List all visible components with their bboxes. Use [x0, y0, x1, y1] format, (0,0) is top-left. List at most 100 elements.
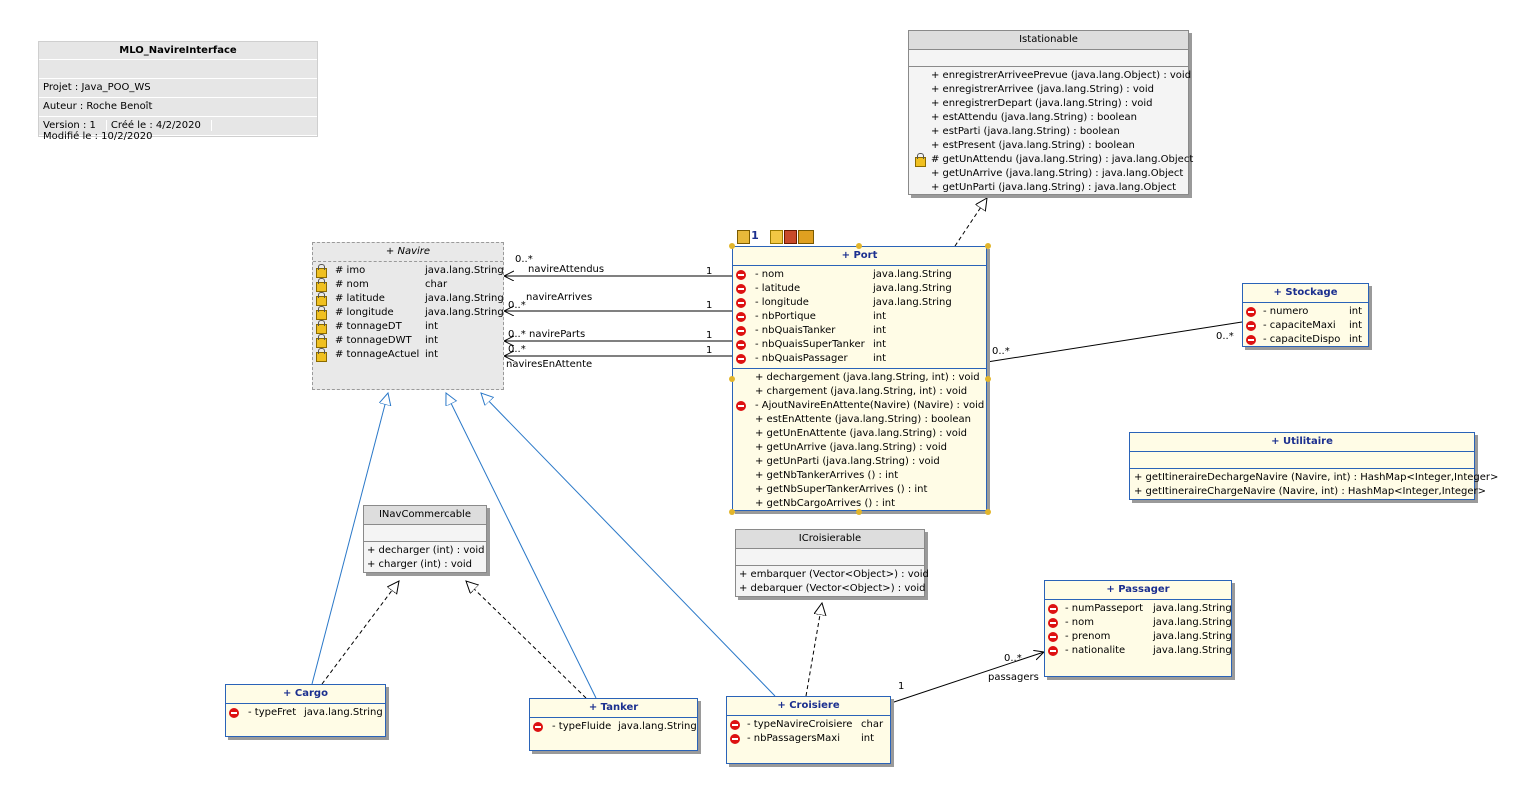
- private-icon: [736, 312, 746, 322]
- class-name: + Stockage: [1243, 284, 1368, 303]
- mult-navire-partis-one: 1: [706, 330, 713, 341]
- resize-handle[interactable]: [856, 243, 862, 249]
- mult-navire-partis-many: 0..*: [508, 329, 526, 340]
- methods-section: + getItineraireDechargeNavire (Navire, i…: [1130, 469, 1498, 501]
- resize-handle[interactable]: [985, 509, 991, 515]
- method-row: + getNbSuperTankerArrives () : int: [755, 484, 928, 495]
- resize-handle[interactable]: [856, 509, 862, 515]
- method-row: + estPresent (java.lang.String) : boolea…: [931, 140, 1135, 151]
- class-name: + Croisiere: [727, 697, 890, 716]
- private-icon: [1246, 321, 1256, 331]
- private-icon: [730, 720, 740, 730]
- role-navire-arrives: navireArrives: [526, 292, 593, 303]
- private-icon: [736, 354, 746, 364]
- method-row: + embarquer (Vector<Object>) : void: [739, 569, 929, 580]
- version-label: Version : 1: [43, 120, 107, 131]
- class-name: ICroisierable: [736, 530, 924, 549]
- private-icon: [229, 708, 239, 718]
- inherit-croisiere-navire: [481, 393, 776, 697]
- assoc-croisiere-passager: [890, 652, 1044, 704]
- realize-croisiere-icroisierable: [805, 603, 822, 697]
- inherit-tanker-navire: [446, 393, 597, 699]
- method-row: + estEnAttente (java.lang.String) : bool…: [755, 414, 972, 425]
- private-icon: [736, 326, 746, 336]
- attributes-section: [736, 549, 924, 566]
- class-name: + Port: [733, 247, 986, 266]
- mult-passagers-many: 0..*: [1004, 653, 1022, 664]
- attributes-section: [909, 50, 1188, 67]
- arrow-tool-icon[interactable]: [798, 230, 814, 244]
- class-utilitaire[interactable]: + Utilitaire + getItineraireDechargeNavi…: [1129, 432, 1498, 501]
- realize-cargo-inavcommercable: [321, 581, 399, 685]
- class-name: + Cargo: [226, 685, 385, 704]
- method-row: + getUnArrive (java.lang.String) : java.…: [931, 168, 1184, 179]
- methods-section: + enregistrerArriveePrevue (java.lang.Ob…: [909, 67, 1193, 197]
- grid-tool-icon[interactable]: [784, 230, 797, 244]
- methods-section: + embarquer (Vector<Object>) : void + de…: [736, 566, 929, 598]
- methods-section: + dechargement (java.lang.String, int) :…: [733, 369, 986, 513]
- method-row: + getUnArrive (java.lang.String) : void: [755, 442, 947, 453]
- method-row: # getUnAttendu (java.lang.String) : java…: [909, 153, 1193, 167]
- info-tool-icon[interactable]: 1: [751, 229, 759, 242]
- mult-navires-en-attente-one: 1: [706, 345, 713, 356]
- diagram-title: MLO_NavireInterface: [39, 42, 317, 60]
- method-row: + getItineraireChargeNavire (Navire, int…: [1134, 486, 1487, 497]
- realize-tanker-inavcommercable: [466, 581, 587, 699]
- private-icon: [533, 722, 543, 732]
- method-row: + dechargement (java.lang.String, int) :…: [755, 372, 980, 383]
- protected-icon: [316, 264, 327, 278]
- resize-handle[interactable]: [729, 376, 735, 382]
- resize-handle[interactable]: [985, 243, 991, 249]
- resize-handle[interactable]: [985, 376, 991, 382]
- class-name: INavCommercable: [364, 506, 486, 525]
- assoc-port-stockage: [986, 321, 1243, 363]
- method-row: + enregistrerDepart (java.lang.String) :…: [931, 98, 1153, 109]
- protected-icon: [316, 320, 327, 334]
- project-label: Projet : Java_POO_WS: [39, 79, 317, 98]
- role-navire-attendus: navireAttendus: [528, 264, 605, 275]
- folder-tool-icon[interactable]: [770, 230, 783, 244]
- mult-navire-attendus-one: 1: [706, 266, 713, 277]
- role-passagers: passagers: [988, 672, 1039, 683]
- class-istationable[interactable]: Istationable + enregistrerArriveePrevue …: [908, 30, 1193, 197]
- resize-handle[interactable]: [729, 243, 735, 249]
- created-label: Créé le : 4/2/2020: [111, 120, 212, 131]
- private-icon: [1246, 335, 1256, 345]
- resize-handle[interactable]: [729, 509, 735, 515]
- private-icon: [1048, 632, 1058, 642]
- class-icroisierable[interactable]: ICroisierable + embarquer (Vector<Object…: [735, 529, 929, 598]
- lock-tool-icon[interactable]: [737, 230, 750, 244]
- mult-navire-attendus-many: 0..*: [515, 254, 533, 265]
- method-row: + estAttendu (java.lang.String) : boolea…: [931, 112, 1137, 123]
- method-row: + charger (int) : void: [367, 559, 472, 570]
- method-row: + getNbTankerArrives () : int: [755, 470, 899, 481]
- class-inavcommercable[interactable]: INavCommercable + decharger (int) : void…: [363, 505, 487, 573]
